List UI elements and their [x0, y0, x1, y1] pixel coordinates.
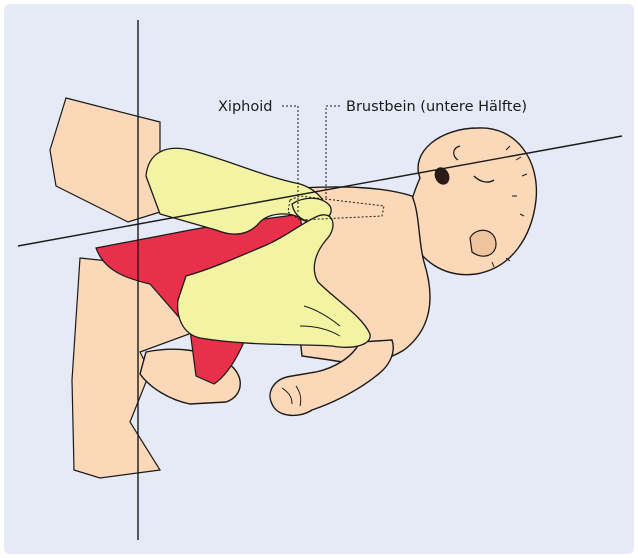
infant-ear	[470, 230, 496, 256]
label-xiphoid: Xiphoid	[218, 99, 272, 115]
label-sternum: Brustbein (untere Hälfte)	[346, 99, 527, 115]
